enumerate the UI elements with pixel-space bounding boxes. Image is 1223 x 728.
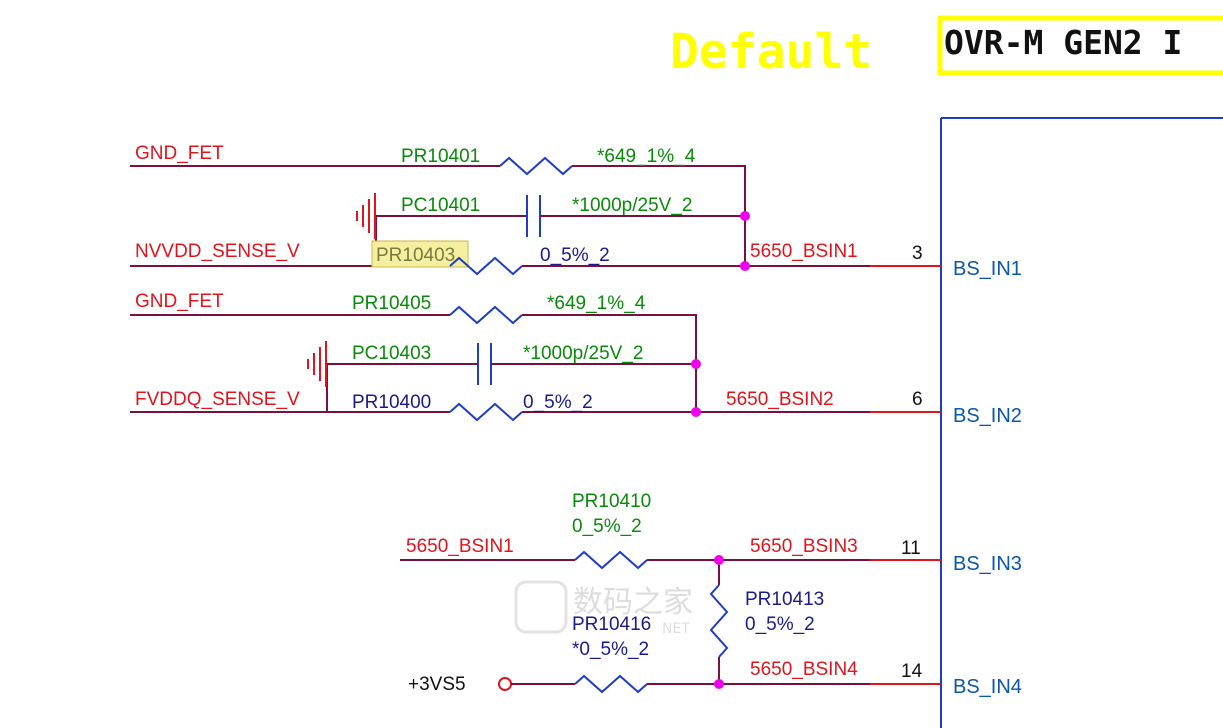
- value-pr10401: *649_1%_4: [597, 146, 696, 167]
- net-gnd-fet-2: GND_FET: [135, 291, 224, 312]
- wire-pr10401-right: [572, 165, 746, 216]
- value-pr10400: 0_5%_2: [523, 392, 593, 413]
- power-port-3vs5: [498, 677, 512, 691]
- ground-symbol-2: [307, 341, 327, 387]
- net-nvvdd-sense: NVVDD_SENSE_V: [135, 241, 300, 262]
- value-pc10401: *1000p/25V_2: [572, 195, 692, 216]
- junction-dot: [691, 359, 701, 369]
- title-box: [937, 15, 1223, 76]
- title-box-text: OVR-M GEN2 I: [944, 23, 1182, 62]
- ref-pc10403: PC10403: [352, 343, 431, 364]
- pin-name-bs-in4: BS_IN4: [953, 676, 1022, 698]
- net-5650-bsin1: 5650_BSIN1: [750, 241, 858, 262]
- resistor-pr10400: [449, 402, 523, 422]
- value-pr10405: *649_1%_4: [547, 293, 646, 314]
- resistor-pr10405: [449, 305, 523, 325]
- ref-pr10401: PR10401: [401, 146, 480, 167]
- wire-pc10403-right: [491, 363, 697, 412]
- wire-pr10405-right: [522, 314, 697, 364]
- default-label: Default: [670, 24, 872, 80]
- ref-pc10401: PC10401: [401, 195, 480, 216]
- junction-dot: [740, 261, 750, 271]
- value-pr10410: 0_5%_2: [572, 516, 642, 537]
- watermark-logo-icon: [514, 580, 568, 634]
- pr10403-highlight: [371, 240, 469, 268]
- junction-dot: [714, 679, 724, 689]
- net-5650-bsin1-left: 5650_BSIN1: [406, 536, 514, 557]
- net-gnd-fet-1: GND_FET: [135, 143, 224, 164]
- junction-dot: [740, 211, 750, 221]
- net-3vs5: +3VS5: [408, 674, 466, 695]
- resistor-pr10416: [574, 674, 648, 694]
- ref-pr10403: PR10403: [376, 245, 455, 266]
- value-pr10403: 0_5%_2: [540, 245, 610, 266]
- pin-name-bs-in2: BS_IN2: [953, 405, 1022, 427]
- pin-name-bs-in3: BS_IN3: [953, 553, 1022, 575]
- pin-name-bs-in1: BS_IN1: [953, 258, 1022, 280]
- pin-number-6: 6: [912, 389, 923, 410]
- watermark-text: 数码之家: [573, 585, 693, 620]
- ref-pr10416: PR10416: [572, 614, 651, 635]
- net-5650-bsin2: 5650_BSIN2: [726, 389, 834, 410]
- value-pr10413: 0_5%_2: [745, 614, 815, 635]
- pin-number-11: 11: [901, 538, 921, 559]
- net-5650-bsin3: 5650_BSIN3: [750, 536, 858, 557]
- junction-dot: [691, 407, 701, 417]
- watermark-sub: NET: [662, 621, 690, 637]
- ground-symbol-1: [356, 193, 376, 239]
- value-pc10403: *1000p/25V_2: [523, 343, 643, 364]
- ref-pr10405: PR10405: [352, 293, 431, 314]
- ref-pr10413: PR10413: [745, 589, 824, 610]
- net-fvddq-sense: FVDDQ_SENSE_V: [135, 389, 300, 410]
- net-5650-bsin4: 5650_BSIN4: [750, 659, 858, 680]
- junction-dot: [714, 555, 724, 565]
- pin-number-14: 14: [901, 661, 923, 682]
- resistor-pr10413: [709, 584, 729, 658]
- pin-number-3: 3: [912, 243, 923, 264]
- resistor-pr10410: [574, 550, 648, 570]
- value-pr10416: *0_5%_2: [572, 639, 649, 660]
- ref-pr10400: PR10400: [352, 392, 431, 413]
- ref-pr10410: PR10410: [572, 491, 651, 512]
- watermark: 数码之家 NET: [514, 580, 693, 637]
- resistor-pr10403: [449, 256, 523, 276]
- resistor-pr10401: [499, 156, 573, 176]
